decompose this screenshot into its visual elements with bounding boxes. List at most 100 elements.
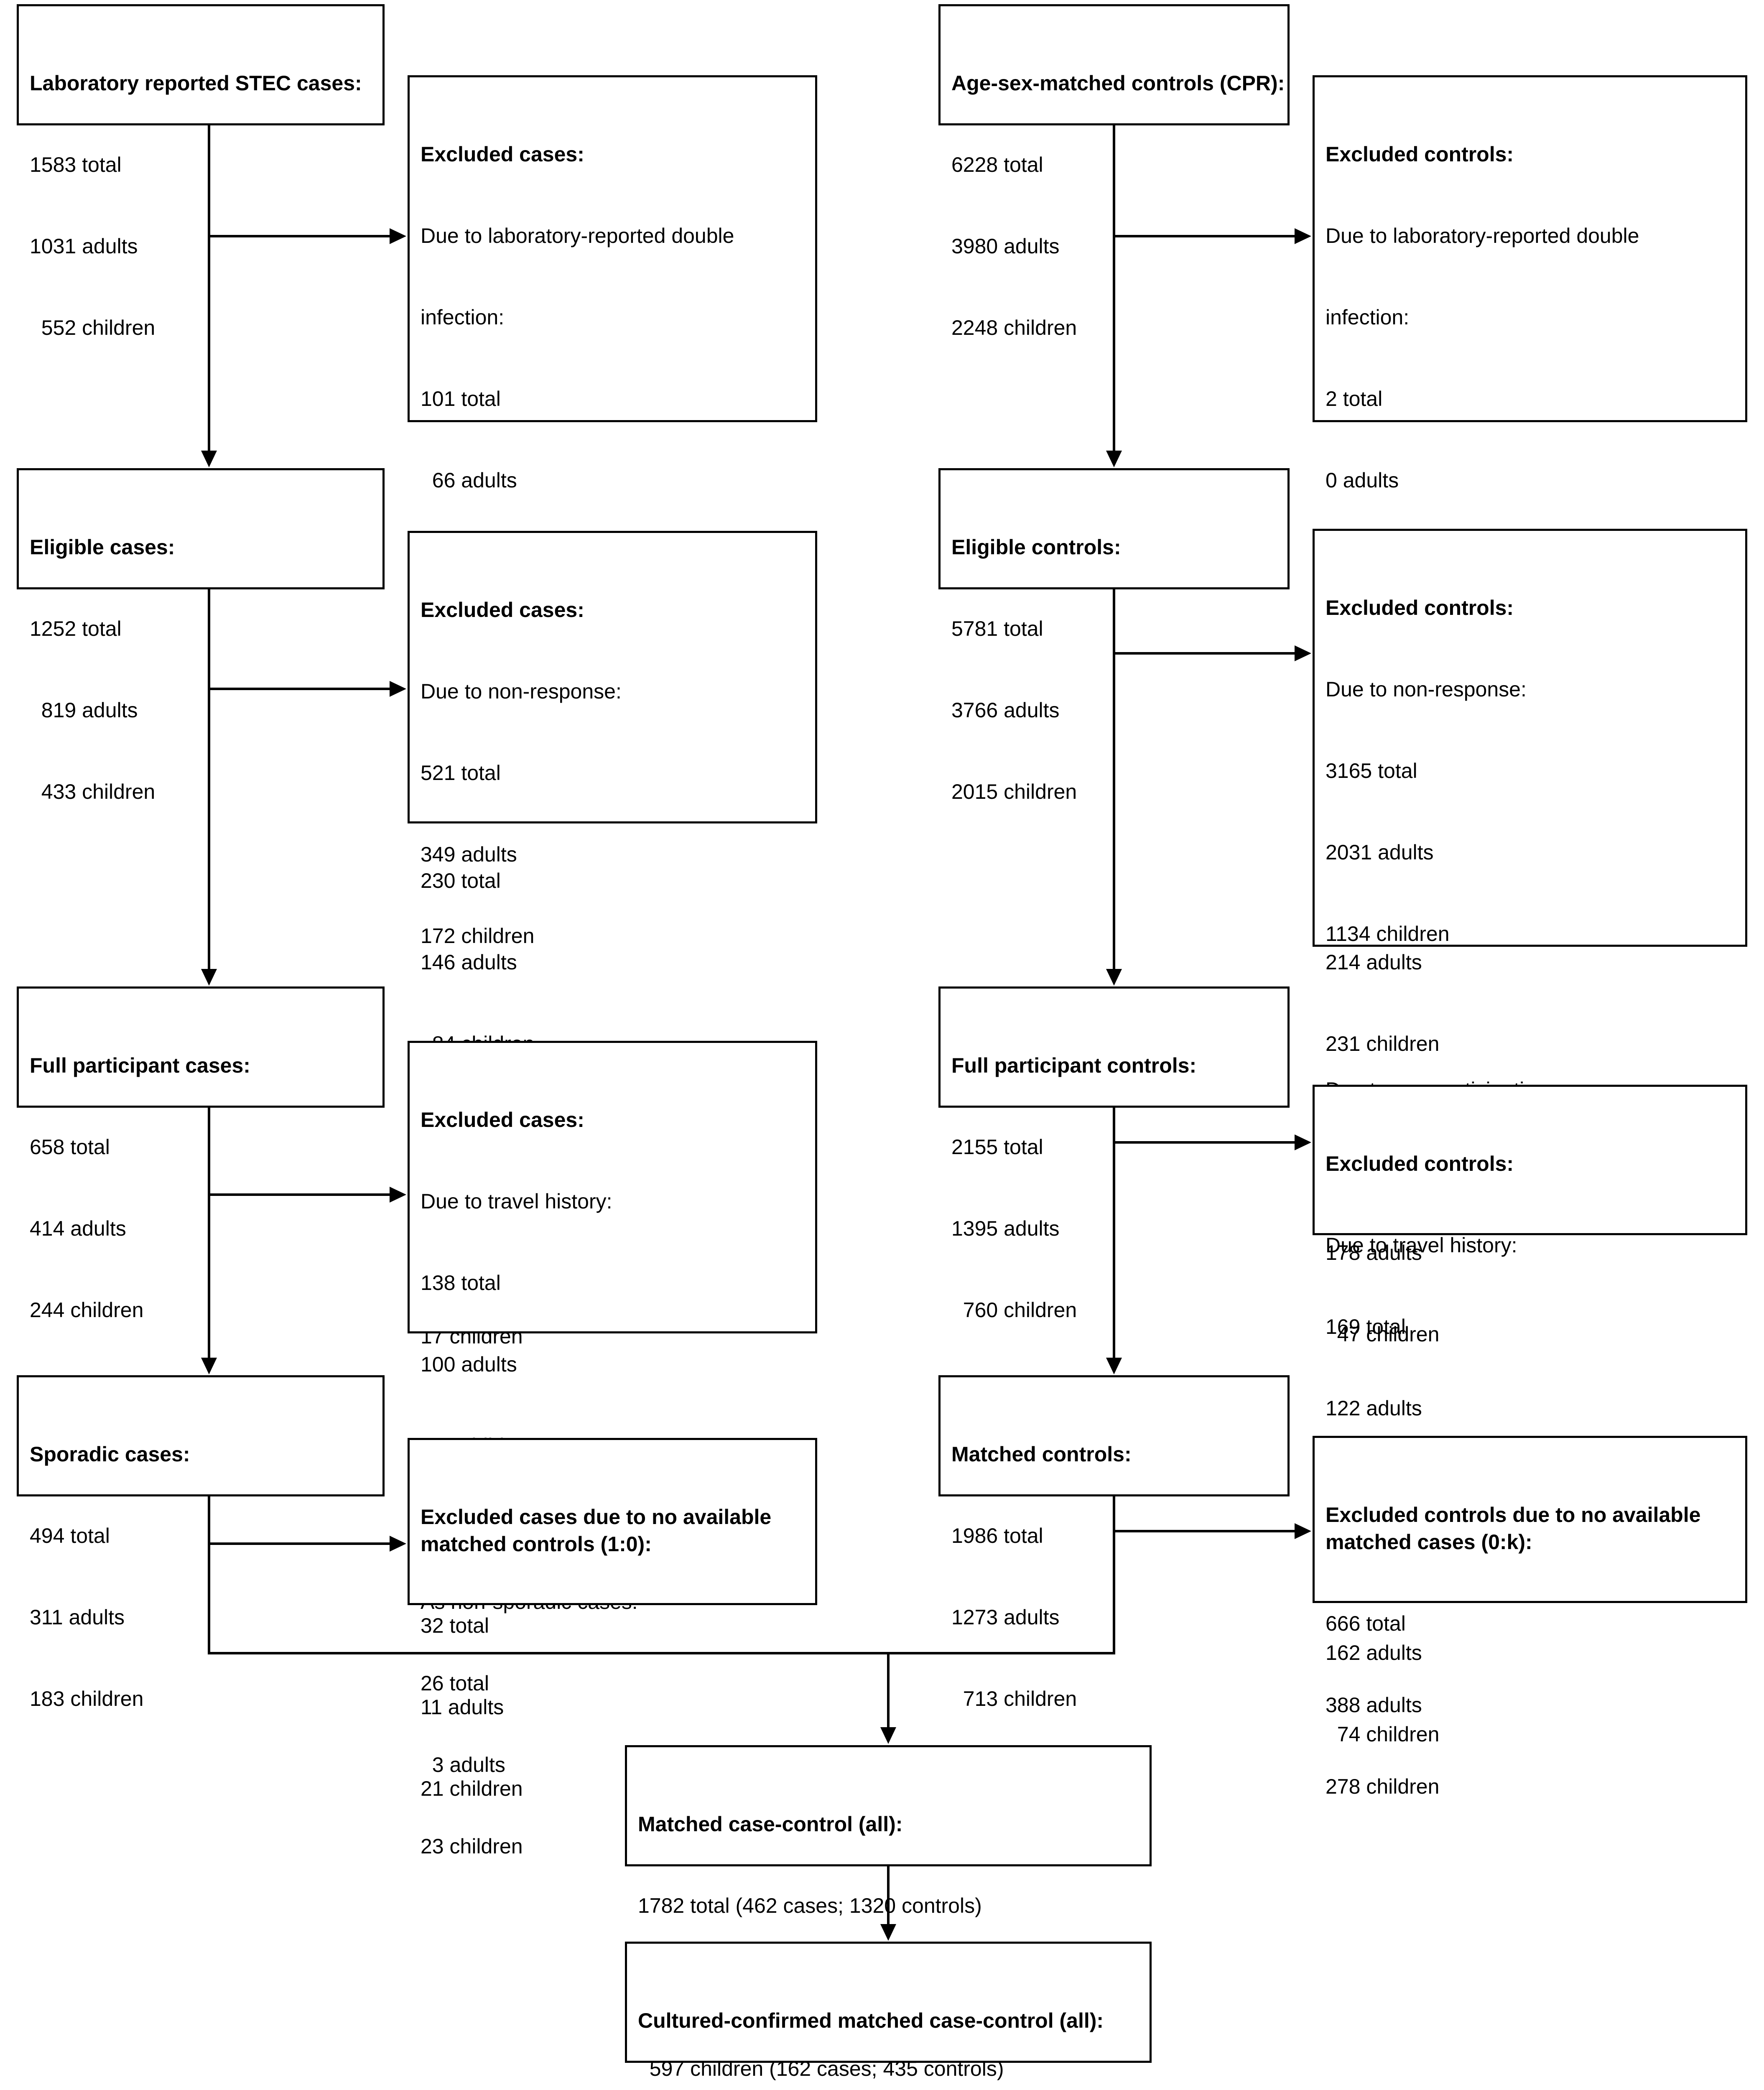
node-line: 66 adults (421, 469, 517, 492)
node-excluded-controls-4: Excluded controls due to no available ma… (1313, 1436, 1747, 1798)
node-line: 146 adults (421, 950, 517, 974)
arrowhead-excluded-controls-4 (1295, 1523, 1311, 1539)
node-title: Full participant controls: (951, 1054, 1197, 1077)
node-eligible-controls: Eligible controls: 5781 total 3766 adult… (938, 468, 1290, 803)
connector-eligible-to-full (208, 589, 210, 970)
node-line: 552 children (30, 316, 155, 339)
node-line: 100 adults (421, 1353, 517, 1376)
node-matched-case-control: Matched case-control (all): 1782 total (… (625, 1745, 1152, 2080)
node-line: 414 adults (30, 1217, 126, 1240)
connector-sporadic-to-merge (208, 1496, 210, 1654)
node-line: Due to travel history: (1326, 1234, 1517, 1257)
node-line: infection: (421, 306, 505, 329)
node-line: 3 adults (421, 1753, 505, 1776)
connector-to-excluded-cases-4 (208, 1542, 392, 1545)
connector-matched-to-cultured (887, 1866, 890, 1925)
node-line: Due to non-response: (1326, 678, 1527, 701)
node-line: 26 total (421, 1671, 489, 1695)
connector-cpr-to-eligible-controls (1113, 125, 1115, 451)
node-line: 11 adults (421, 1695, 504, 1719)
node-line: 278 children (1326, 1775, 1440, 1798)
node-title: Full participant cases: (30, 1054, 250, 1077)
node-line: 32 total (421, 1614, 489, 1637)
arrowhead-eligible-cases (201, 451, 217, 467)
node-title: Excluded cases: (421, 143, 584, 166)
node-matched-controls: Matched controls: 1986 total 1273 adults… (938, 1375, 1290, 1710)
node-line: Due to travel history: (421, 1190, 612, 1213)
node-line: 5781 total (951, 617, 1043, 640)
node-line: 760 children (951, 1298, 1077, 1322)
node-line: 2155 total (951, 1135, 1043, 1159)
node-title: Eligible controls: (951, 535, 1121, 559)
arrowhead-excluded-controls-2 (1295, 645, 1311, 661)
connector-full-to-sporadic (208, 1108, 210, 1358)
node-full-participant-controls: Full participant controls: 2155 total 13… (938, 986, 1290, 1322)
node-excluded-cases-2: Excluded cases: Due to non-response: 521… (408, 531, 817, 1348)
node-title: Excluded controls: (1326, 596, 1514, 619)
arrowhead-excluded-cases-4 (390, 1536, 406, 1552)
connector-to-excluded-cases-1 (208, 235, 392, 237)
node-title: Eligible cases: (30, 535, 175, 559)
arrowhead-excluded-cases-1 (390, 228, 406, 244)
node-title: Age-sex-matched controls (CPR): (951, 71, 1285, 95)
node-line: 1395 adults (951, 1217, 1060, 1240)
node-line: 244 children (30, 1298, 144, 1322)
node-title: Matched controls: (951, 1443, 1132, 1466)
node-line: 388 adults (1326, 1693, 1422, 1717)
connector-to-excluded-controls-4 (1113, 1530, 1297, 1532)
node-excluded-cases-1: Excluded cases: Due to laboratory-report… (408, 75, 817, 1055)
connector-to-excluded-cases-3 (208, 1193, 392, 1196)
node-excluded-controls-2: Excluded controls: Due to non-response: … (1313, 529, 1747, 1746)
node-line: 1782 total (462 cases; 1320 controls) (638, 1894, 982, 1917)
node-line: 172 children (421, 924, 535, 948)
node-line: 231 children (1326, 1032, 1440, 1055)
connector-full-to-matched-controls (1113, 1108, 1115, 1358)
node-line: 6228 total (951, 153, 1043, 176)
node-excluded-cases-4: Excluded cases due to no available match… (408, 1438, 817, 1800)
connector-to-excluded-controls-1 (1113, 235, 1297, 237)
node-lab-cases: Laboratory reported STEC cases: 1583 tot… (17, 4, 385, 339)
node-line: 1583 total (30, 153, 122, 176)
node-line: 3766 adults (951, 698, 1060, 722)
node-line: 658 total (30, 1135, 110, 1159)
node-line: 183 children (30, 1687, 144, 1710)
node-title: Excluded controls due to no available ma… (1326, 1503, 1701, 1554)
node-line: 0 adults (1326, 469, 1399, 492)
node-line: 1134 children (1326, 922, 1450, 946)
node-sporadic-cases: Sporadic cases: 494 total 311 adults 183… (17, 1375, 385, 1710)
node-title: Excluded cases due to no available match… (421, 1505, 772, 1556)
node-title: Matched case-control (all): (638, 1812, 903, 1836)
arrowhead-full-participant-controls (1106, 969, 1122, 986)
arrowhead-cultured-confirmed (880, 1924, 896, 1941)
connector-lab-to-eligible (208, 125, 210, 451)
arrowhead-excluded-cases-3 (390, 1187, 406, 1203)
merge-bus (208, 1652, 1115, 1654)
node-line: 2248 children (951, 316, 1077, 339)
node-title: Cultured-confirmed matched case-control … (638, 2009, 1104, 2032)
node-line: 311 adults (30, 1606, 125, 1629)
arrowhead-matched-controls (1106, 1358, 1122, 1374)
node-line: Due to laboratory-reported double (1326, 224, 1639, 247)
node-eligible-cases: Eligible cases: 1252 total 819 adults 43… (17, 468, 385, 803)
node-spacer (1326, 1002, 1734, 1022)
node-line: 1031 adults (30, 234, 138, 258)
node-spacer (421, 1004, 804, 1024)
connector-to-excluded-controls-2 (1113, 652, 1297, 655)
node-line: 178 adults (1326, 1241, 1422, 1264)
node-line: 3980 adults (951, 234, 1060, 258)
node-matched-controls-cpr: Age-sex-matched controls (CPR): 6228 tot… (938, 4, 1290, 339)
arrowhead-full-participant-cases (201, 969, 217, 986)
node-line: 521 total (421, 761, 501, 785)
node-line: 74 children (1326, 1723, 1440, 1746)
node-line: 666 total (1326, 1612, 1406, 1635)
node-line: 1252 total (30, 617, 122, 640)
connector-to-excluded-cases-2 (208, 688, 392, 690)
node-line: 21 children (421, 1777, 523, 1800)
node-excluded-controls-1: Excluded controls: Due to laboratory-rep… (1313, 75, 1747, 1055)
connector-eligible-to-full-controls (1113, 589, 1115, 970)
node-line: 2031 adults (1326, 841, 1434, 864)
connector-to-excluded-controls-3 (1113, 1141, 1297, 1144)
node-line: Due to non-response: (421, 680, 622, 703)
node-line: 2 total (1326, 387, 1383, 410)
node-cultured-confirmed: Cultured-confirmed matched case-control … (625, 1942, 1152, 2063)
